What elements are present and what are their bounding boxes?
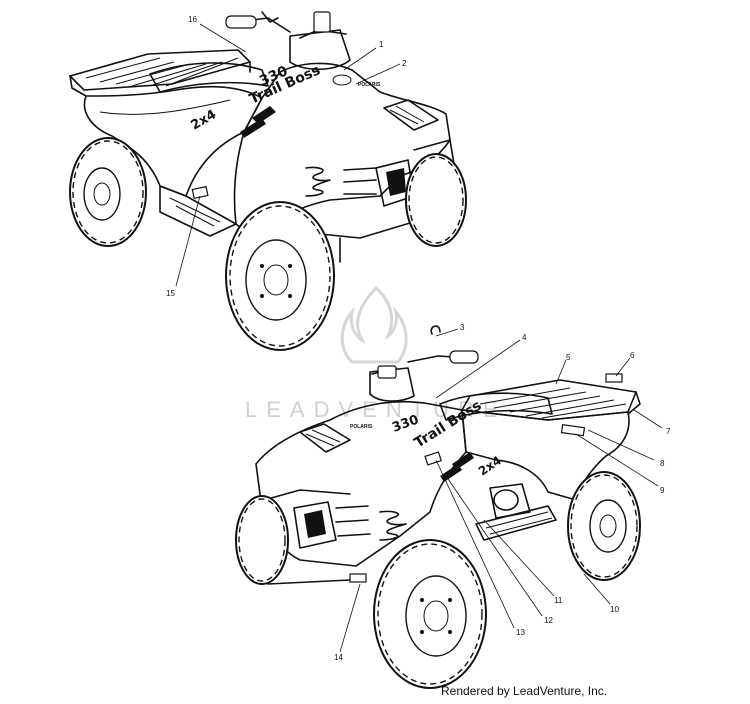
front-left-wheel-top [225,201,335,351]
drive-badge-bottom: 2x4 [476,453,504,478]
left-grip [225,15,257,29]
front-shock-bottom [379,510,407,541]
callout-1: 1 [379,40,384,49]
front-right-wheel-bottom [373,539,487,689]
callout-8: 8 [660,459,665,468]
throttle-decal-part [430,325,441,335]
front-right-wheel-top [405,153,467,247]
decal-rear-fender [560,423,586,437]
callout-4: 4 [522,333,527,342]
rear-fender [83,85,263,197]
callout-3: 3 [460,323,465,332]
front-body-bottom [255,400,467,567]
decal-side-warning [424,451,442,466]
atv-bottom-view: Trail Boss 330 2x4 POLARIS [235,325,641,689]
callout-11: 11 [554,596,563,605]
engine-part [493,489,519,511]
brand-decal-bottom: POLARIS [350,424,373,430]
left-footwell [159,185,237,237]
callout-labels: 1 2 3 4 5 6 7 8 9 10 11 12 13 14 15 16 [166,15,671,662]
side-decal-top: Trail Boss 330 2x4 POLARIS [189,62,381,133]
callout-10: 10 [610,605,619,614]
leader-lines [175,23,663,653]
drive-badge-top: 2x4 [189,107,219,133]
callout-9: 9 [660,486,665,495]
front-left-wheel-bottom [235,495,289,585]
front-vent-bottom [299,423,351,453]
atv-top-view: Trail Boss 330 2x4 POLARIS [69,11,467,351]
right-grip [449,350,479,364]
decal-bumper [349,573,367,583]
brand-decal-top: POLARIS [358,82,381,88]
decal-rack [605,373,623,383]
callout-14: 14 [334,653,343,662]
callout-2: 2 [402,59,407,68]
front-vent [383,99,439,131]
headlight-pod [289,29,351,71]
rear-left-wheel [69,137,147,247]
mirror-top [313,11,331,33]
callout-7: 7 [666,427,671,436]
right-footwell [475,505,557,541]
seat [149,62,269,93]
callout-15: 15 [166,289,175,298]
front-headlight-bottom [293,501,337,549]
front-shock-top [305,166,331,197]
headlight-pod-bottom [369,367,415,402]
callout-5: 5 [566,353,571,362]
callout-16: 16 [188,15,197,24]
decal-footwell [191,185,209,200]
rear-right-wheel [567,471,641,581]
callout-12: 12 [544,616,553,625]
watermark-flame-icon [340,285,408,364]
callout-6: 6 [630,351,635,360]
callout-13: 13 [516,628,525,637]
credit-line: Rendered by LeadVenture, Inc. [441,684,608,698]
